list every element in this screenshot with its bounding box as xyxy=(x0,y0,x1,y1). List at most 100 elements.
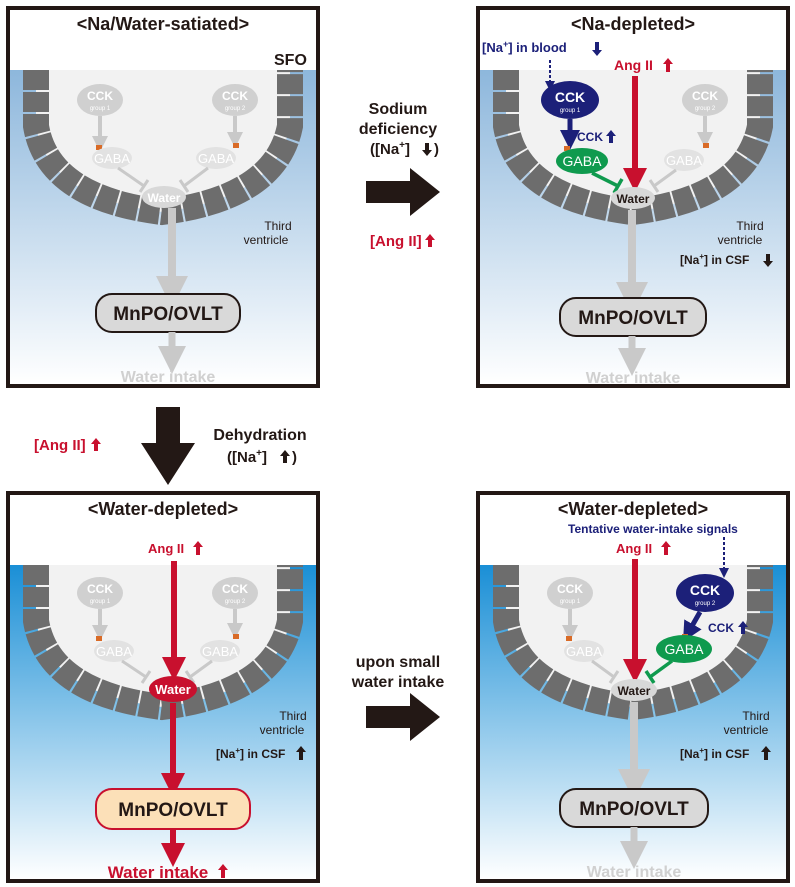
gaba-inhibit-1 xyxy=(117,166,150,193)
ang-label: Ang II xyxy=(614,57,653,73)
transition-arrow xyxy=(366,693,440,741)
transition-arrow xyxy=(366,168,440,216)
na-csf-label: [Na+] in CSF xyxy=(680,252,749,267)
down-arrow-icon xyxy=(763,254,773,267)
sodium-line3: ([Na+] xyxy=(370,140,410,158)
gaba-node-1: GABA xyxy=(94,640,134,662)
dehydration-na-tail: ] xyxy=(262,449,267,466)
group-label: group 2 xyxy=(695,601,716,607)
panel-satiated: <Na/Water-satiated> SFO CCK group 1 GABA… xyxy=(6,6,320,388)
mnpo-box: MnPO/OVLT xyxy=(95,293,241,333)
sodium-na-tail: ] xyxy=(405,141,410,158)
na-csf-text: [Na xyxy=(216,747,236,761)
mnpo-label: MnPO/OVLT xyxy=(113,304,223,325)
tentative-signals-label: Tentative water-intake signals xyxy=(568,522,738,536)
up-arrow-icon xyxy=(761,746,771,760)
water-label: Water xyxy=(155,682,191,697)
sodium-line1: Sodium xyxy=(369,101,428,118)
water-node: Water xyxy=(142,186,186,208)
water-label: Water xyxy=(148,191,181,205)
gaba-label: GABA xyxy=(198,151,234,166)
dehydration-line1: Dehydration xyxy=(213,427,306,444)
third-label: Third xyxy=(736,219,763,233)
small-intake-line2: water intake xyxy=(351,674,445,691)
water-intake-label: Water intake xyxy=(108,863,208,882)
synapse-dot xyxy=(233,143,239,148)
na-blood-sup: + xyxy=(503,39,508,49)
group-label: group 1 xyxy=(90,106,111,112)
cck-label: CCK xyxy=(87,582,113,596)
cck-label: CCK xyxy=(222,89,248,103)
gaba-node-2: GABA xyxy=(196,147,236,169)
cck-label: CCK xyxy=(690,582,720,598)
water-intake-label: Water intake xyxy=(121,369,216,386)
mnpo-box: MnPO/OVLT xyxy=(559,297,707,337)
down-arrow-icon xyxy=(422,143,432,156)
cck-increase-label: CCK xyxy=(577,130,603,144)
cck-group2-node: CCK group 2 xyxy=(682,84,728,116)
cck-group1-node: CCK group 1 xyxy=(77,84,123,116)
gaba-label: GABA xyxy=(666,153,702,168)
down-arrow-icon xyxy=(592,42,602,56)
na-csf-tail: ] in CSF xyxy=(704,253,749,267)
dehydration-na-text: ([Na xyxy=(227,449,257,466)
ventricle-label: ventricle xyxy=(260,723,305,737)
sodium-na-text: ([Na xyxy=(370,141,400,158)
gaba-inhibit-1 xyxy=(121,659,152,684)
ventricle-label: ventricle xyxy=(718,233,763,247)
sodium-line2: deficiency xyxy=(359,121,437,138)
gaba-inhibit-2 xyxy=(644,659,674,684)
panel-title: <Water-depleted> xyxy=(88,499,238,519)
up-arrow-icon xyxy=(425,234,435,247)
cck-label: CCK xyxy=(555,89,585,105)
small-intake-line1: upon small xyxy=(356,654,440,671)
up-arrow-icon xyxy=(218,864,228,878)
third-label: Third xyxy=(279,709,306,723)
panel-title: <Na/Water-satiated> xyxy=(77,14,249,34)
gaba-label: GABA xyxy=(563,153,603,169)
panel-title: <Water-depleted> xyxy=(558,499,708,519)
sodium-close-paren: ) xyxy=(434,141,439,158)
na-blood-tail: ] in blood xyxy=(508,40,567,55)
synapse-dot xyxy=(566,636,572,641)
gaba-inhibit-2 xyxy=(178,166,209,193)
sodium-na-sup: + xyxy=(399,140,405,151)
up-arrow-icon xyxy=(193,541,203,555)
cck-label: CCK xyxy=(557,582,583,596)
gaba-label: GABA xyxy=(94,151,130,166)
water-node: Water xyxy=(149,676,197,702)
gaba-node-1: GABA xyxy=(92,147,132,169)
group-label: group 2 xyxy=(695,106,716,112)
na-csf-label: [Na+] in CSF xyxy=(216,746,285,761)
mnpo-label: MnPO/OVLT xyxy=(118,800,228,821)
water-node: Water xyxy=(611,679,657,701)
up-arrow-icon xyxy=(661,541,671,555)
gaba-inhibit-2 xyxy=(648,168,677,193)
cck-group1-node: CCK group 1 xyxy=(77,577,123,609)
mnpo-label: MnPO/OVLT xyxy=(579,799,689,820)
cck-group2-node: CCK group 2 xyxy=(212,577,258,609)
gaba-inhibit-2 xyxy=(184,659,213,684)
water-intake-label: Water intake xyxy=(587,864,682,881)
cck-label: CCK xyxy=(222,582,248,596)
up-arrow-icon xyxy=(280,450,290,463)
dehydration-close-paren: ) xyxy=(292,449,297,466)
na-csf-text: [Na xyxy=(680,253,700,267)
water-label: Water xyxy=(617,192,650,206)
gaba-node-2: GABA xyxy=(656,635,712,663)
cck-increase-label: CCK xyxy=(708,621,734,635)
na-blood-label: [Na+] in blood xyxy=(482,39,567,55)
transition-sodium-deficiency: Sodium deficiency ([Na+] ) [Ang II] xyxy=(359,101,440,250)
na-csf-text: [Na xyxy=(680,747,700,761)
ang-increase-label: [Ang II] xyxy=(370,233,422,250)
gaba-inhibit-1 xyxy=(591,659,620,684)
group-label: group 1 xyxy=(90,599,111,605)
na-csf-tail: ] in CSF xyxy=(704,747,749,761)
gaba-label: GABA xyxy=(96,644,132,659)
mnpo-box: MnPO/OVLT xyxy=(559,788,709,828)
synapse-dot xyxy=(233,634,239,639)
panel-title: <Na-depleted> xyxy=(571,14,695,34)
synapse-dot xyxy=(96,636,102,641)
na-csf-sup: + xyxy=(235,746,240,755)
water-label: Water xyxy=(618,684,651,698)
